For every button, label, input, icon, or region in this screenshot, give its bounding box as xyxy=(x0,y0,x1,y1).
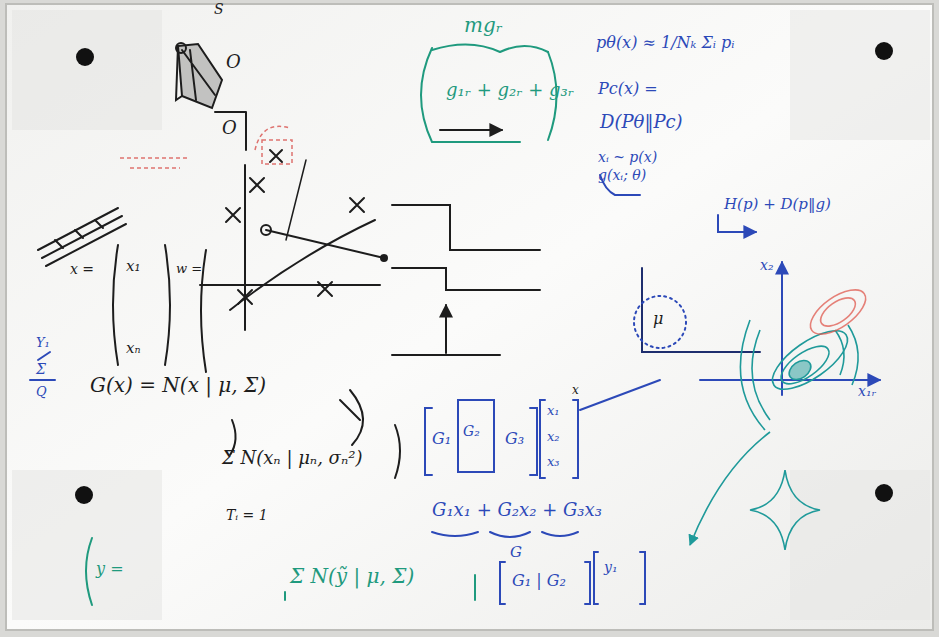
handwritten-note: G₂ xyxy=(463,424,480,439)
handwritten-note: Q xyxy=(36,385,47,399)
handwritten-note: pθ(x) ≈ 1/Nₖ Σᵢ pᵢ xyxy=(596,34,735,52)
handwritten-note: w = xyxy=(176,262,202,276)
handwritten-note: x₃ xyxy=(547,455,560,469)
handwritten-note: x₂ xyxy=(547,430,560,444)
red-marks xyxy=(120,126,292,168)
handwritten-note: x = xyxy=(70,262,94,277)
handwritten-note: Σ N(xₙ | μₙ, σₙ²) xyxy=(222,448,362,468)
handwritten-note: y = xyxy=(96,560,124,578)
handwritten-note: G(x) = N(x | μ, Σ) xyxy=(90,374,266,396)
handwritten-note: Y₁ xyxy=(36,336,50,350)
handwritten-note: O xyxy=(226,52,241,72)
handwritten-note: x₁ᵣ xyxy=(858,384,876,399)
blue-sketches xyxy=(30,175,880,604)
gaussian-contours xyxy=(690,320,858,550)
handwritten-note: G₃ xyxy=(505,430,524,448)
handwritten-note: G₁x₁ + G₂x₂ + G₃x₃ xyxy=(432,500,602,520)
handwritten-note: Pc(x) = xyxy=(598,80,658,98)
handwritten-note: μ xyxy=(653,310,663,328)
handwritten-note: xₙ xyxy=(126,340,141,357)
handwritten-note: x₂ xyxy=(760,258,774,273)
handwritten-note: Σ xyxy=(36,362,46,377)
handwritten-note: G₁ | G₂ xyxy=(512,572,566,590)
handwritten-note: mgᵣ xyxy=(464,14,503,36)
handwritten-note: Σ N(ỹ | μ, Σ) xyxy=(290,565,414,587)
handwritten-note: x₁ xyxy=(126,258,140,275)
black-sketches xyxy=(38,43,540,478)
handwritten-note: g₁ᵣ + g₂ᵣ + g₃ᵣ xyxy=(446,80,574,100)
handwritten-note: D(Pθ‖Pc) xyxy=(600,112,683,132)
handwritten-note: Tᵢ = 1 xyxy=(226,508,268,523)
handwritten-note: y₁ xyxy=(604,560,618,575)
handwritten-note: G xyxy=(510,544,522,561)
handwritten-note: O xyxy=(222,118,237,138)
handwritten-note: S xyxy=(214,2,224,17)
handwritten-note: x xyxy=(572,384,579,397)
handwritten-note: xᵢ ~ p(x) xyxy=(598,150,657,165)
red-contours xyxy=(803,281,873,342)
handwritten-note: x₁ xyxy=(547,404,560,418)
magnets xyxy=(75,42,893,504)
handwritten-note: G₁ xyxy=(432,430,451,448)
board xyxy=(6,4,933,630)
handwritten-note: H(p) + D(p‖g) xyxy=(724,196,831,213)
green-sketches xyxy=(86,44,557,605)
handwritten-note: g(xᵢ; θ) xyxy=(598,168,646,183)
